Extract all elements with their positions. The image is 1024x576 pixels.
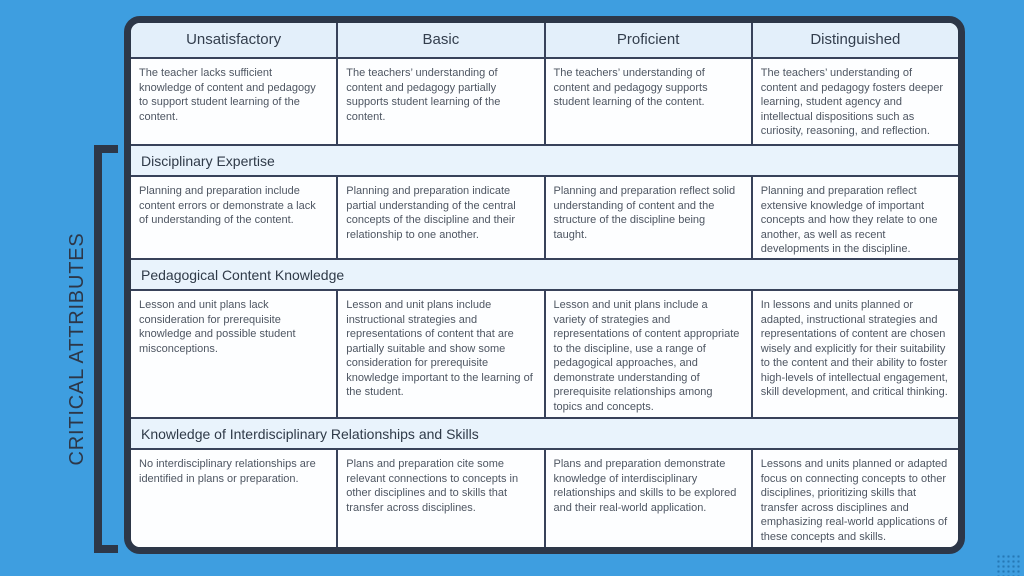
interdisciplinary-cell-basic: Plans and preparation cite some relevant…: [338, 450, 546, 547]
dot-grid-decoration: [996, 554, 1020, 576]
disciplinary-expertise-row: Planning and preparation include content…: [131, 177, 958, 260]
disciplinary-cell-proficient: Planning and preparation reflect solid u…: [545, 177, 753, 258]
overview-row: The teacher lacks sufficient knowledge o…: [131, 59, 958, 146]
pedagogical-content-knowledge-row: Lesson and unit plans lack consideration…: [131, 291, 958, 419]
overview-cell-basic: The teachers’ understanding of content a…: [338, 59, 546, 144]
interdisciplinary-relationships-row: No interdisciplinary relationships are i…: [131, 450, 958, 547]
header-cell-distinguished: Distinguished: [752, 23, 958, 57]
disciplinary-cell-unsatisfactory: Planning and preparation include content…: [131, 177, 339, 258]
critical-attributes-bracket: [94, 145, 118, 553]
disciplinary-cell-basic: Planning and preparation indicate partia…: [338, 177, 546, 258]
rubric-header-row: Unsatisfactory Basic Proficient Distingu…: [131, 23, 958, 59]
section-band-disciplinary-expertise: Disciplinary Expertise: [131, 146, 958, 177]
pedagogical-cell-unsatisfactory: Lesson and unit plans lack consideration…: [131, 291, 339, 417]
header-cell-proficient: Proficient: [545, 23, 753, 57]
header-cell-unsatisfactory: Unsatisfactory: [131, 23, 339, 57]
pedagogical-cell-basic: Lesson and unit plans include instructio…: [338, 291, 546, 417]
section-band-pedagogical-content-knowledge: Pedagogical Content Knowledge: [131, 260, 958, 291]
overview-cell-distinguished: The teachers’ understanding of content a…: [752, 59, 958, 144]
disciplinary-cell-distinguished: Planning and preparation reflect extensi…: [752, 177, 958, 258]
interdisciplinary-cell-distinguished: Lessons and units planned or adapted foc…: [752, 450, 958, 547]
critical-attributes-label: CRITICAL ATTRIBUTES: [66, 232, 88, 466]
interdisciplinary-cell-proficient: Plans and preparation demonstrate knowle…: [545, 450, 753, 547]
rubric-table: Unsatisfactory Basic Proficient Distingu…: [124, 16, 965, 554]
section-band-interdisciplinary-relationships: Knowledge of Interdisciplinary Relations…: [131, 419, 958, 450]
header-cell-basic: Basic: [338, 23, 546, 57]
interdisciplinary-cell-unsatisfactory: No interdisciplinary relationships are i…: [131, 450, 339, 547]
overview-cell-unsatisfactory: The teacher lacks sufficient knowledge o…: [131, 59, 339, 144]
pedagogical-cell-proficient: Lesson and unit plans include a variety …: [545, 291, 753, 417]
overview-cell-proficient: The teachers’ understanding of content a…: [545, 59, 753, 144]
pedagogical-cell-distinguished: In lessons and units planned or adapted,…: [752, 291, 958, 417]
